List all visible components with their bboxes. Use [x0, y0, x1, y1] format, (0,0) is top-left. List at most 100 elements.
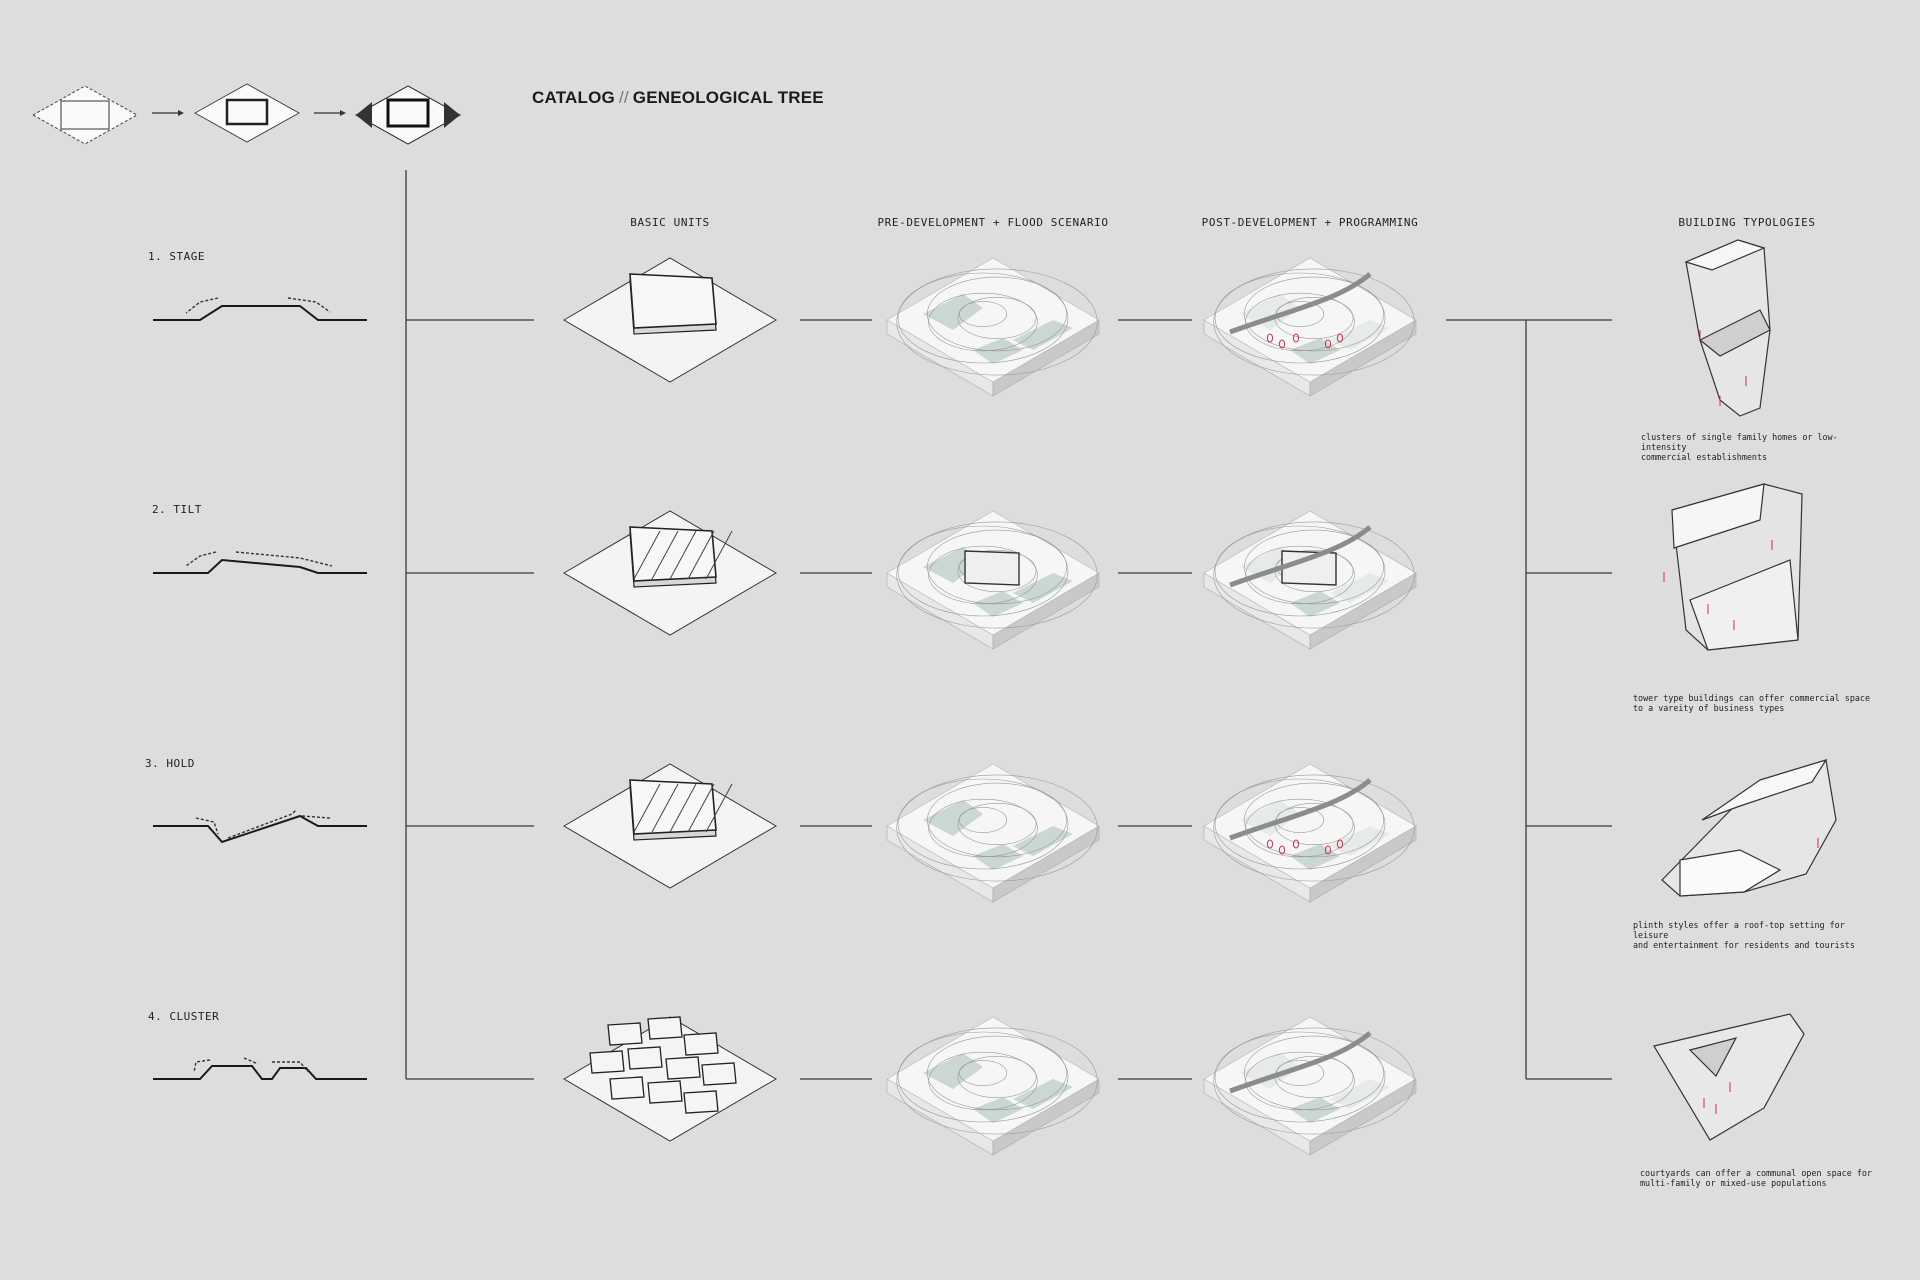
post-road-2	[1229, 525, 1372, 588]
typology-hold-plinth	[1679, 849, 1782, 897]
pre-contour-2-2	[957, 549, 1037, 592]
title-catalog: CATALOG	[532, 88, 615, 107]
column-heading-post-development: POST-DEVELOPMENT + PROGRAMMING	[1201, 216, 1419, 229]
page-title: CATALOG//GENEOLOGICAL TREE	[532, 88, 824, 108]
pre-contour-4-4	[926, 1035, 1067, 1111]
pre-contour-4-2	[957, 1056, 1037, 1099]
section-arrow-4-3	[272, 1061, 309, 1073]
pre-platform-2	[964, 550, 1020, 586]
post-contour-2-6	[1213, 521, 1415, 629]
post-contour-4-5	[1214, 1031, 1386, 1123]
caption-hold-line2: and entertainment for residents and tour…	[1633, 940, 1855, 950]
typology-cluster-body	[1653, 1013, 1805, 1141]
pre-tile-3	[886, 763, 1100, 903]
pre-contour-2-5	[897, 525, 1069, 617]
section-profiles	[153, 297, 367, 1080]
basic-unit-hatch-2-3	[669, 530, 697, 580]
post-contour-1-5	[1214, 272, 1386, 364]
post-road-4	[1229, 1031, 1372, 1094]
row-label-hold: 3. HOLD	[145, 757, 195, 770]
process-icons	[31, 83, 462, 145]
typology-cluster-court	[1688, 1037, 1738, 1078]
section-profile-2	[153, 558, 367, 574]
post-contour-3-6	[1213, 774, 1415, 882]
post-contour-3-4	[1244, 782, 1385, 858]
pre-tile-2	[886, 510, 1100, 650]
post-flood-3-2	[1330, 826, 1390, 856]
pre-contour-1-2	[957, 296, 1037, 339]
pre-flood-1-2	[1013, 320, 1073, 350]
pre-contour-1-4	[926, 276, 1067, 352]
pre-tile-1	[886, 257, 1100, 397]
post-marker-1-2	[1278, 339, 1286, 349]
basic-unit-block-top-1	[629, 273, 717, 329]
post-contour-2-4	[1244, 529, 1385, 605]
caption-cluster: courtyards can offer a communal open spa…	[1640, 1168, 1880, 1188]
post-development-tiles	[1203, 257, 1417, 1156]
cluster-block-4	[589, 1050, 625, 1074]
section-profile-4	[153, 1065, 367, 1080]
post-marker-3-2	[1278, 845, 1286, 855]
pre-contour-4-5	[897, 1031, 1069, 1123]
post-marker-3-4	[1324, 845, 1332, 855]
basic-unit-hatch-2-1	[633, 530, 661, 580]
pre-flood-3-1	[923, 800, 983, 836]
row-label-stage: 1. STAGE	[148, 250, 205, 263]
caption-hold: plinth styles offer a roof-top setting f…	[1633, 920, 1873, 950]
basic-unit-hatch-2-2	[651, 530, 679, 580]
pre-flood-1-1	[923, 294, 983, 330]
cluster-block-10	[683, 1090, 719, 1114]
caption-tilt-line2: to a vareity of business types	[1633, 703, 1785, 713]
pre-contour-1-6	[896, 268, 1098, 376]
post-marker-3-3	[1292, 839, 1300, 849]
basic-unit-hatch-2-4	[687, 530, 715, 580]
post-road-1	[1229, 272, 1372, 335]
post-tile-4	[1203, 1016, 1417, 1156]
pre-contour-3-2	[957, 802, 1037, 845]
pre-contour-2-6	[896, 521, 1098, 629]
section-profile-1	[153, 305, 367, 321]
pre-tile-4	[886, 1016, 1100, 1156]
pre-flood-3-2	[1013, 826, 1073, 856]
pre-contour-3-4	[926, 782, 1067, 858]
pre-contour-3-5	[897, 778, 1069, 870]
post-tile-3	[1203, 763, 1417, 903]
cluster-block-6	[665, 1056, 701, 1080]
caption-stage-line2: commercial establishments	[1641, 452, 1768, 462]
caption-stage-line1: clusters of single family homes or low-i…	[1641, 432, 1838, 452]
post-marker-3-5	[1336, 839, 1344, 849]
basic-unit-hatch-3-4	[687, 783, 715, 833]
post-contour-3-5	[1214, 778, 1386, 870]
pre-development-tiles	[886, 257, 1100, 1156]
pre-contour-1-1	[958, 301, 1008, 327]
section-arrow-1-1	[185, 297, 219, 314]
caption-cluster-line2: multi-family or mixed-use populations	[1640, 1178, 1827, 1188]
basic-unit-hatch-3-1	[633, 783, 661, 833]
post-tile-1	[1203, 257, 1417, 397]
column-heading-pre-development: PRE-DEVELOPMENT + FLOOD SCENARIO	[877, 216, 1109, 229]
post-marker-1-5	[1336, 333, 1344, 343]
post-flood-1-2	[1330, 320, 1390, 350]
post-marker-3-1	[1266, 839, 1274, 849]
post-marker-1-1	[1266, 333, 1274, 343]
post-flood-2-2	[1330, 573, 1390, 603]
cluster-block-9	[647, 1080, 683, 1104]
basic-unit-cluster-blocks	[589, 1016, 737, 1114]
post-tile-2	[1203, 510, 1417, 650]
section-profile-3	[153, 814, 367, 844]
typology-hold-top	[1701, 758, 1828, 821]
typology-tilt-top	[1671, 483, 1765, 549]
caption-hold-line1: plinth styles offer a roof-top setting f…	[1633, 920, 1845, 940]
caption-cluster-line1: courtyards can offer a communal open spa…	[1640, 1168, 1872, 1178]
caption-stage: clusters of single family homes or low-i…	[1641, 432, 1881, 462]
basic-units	[563, 257, 777, 1142]
typology-tilt-lower	[1689, 559, 1799, 651]
tree-lines	[405, 170, 1612, 1080]
cluster-block-1	[607, 1022, 643, 1046]
caption-tilt: tower type buildings can offer commercia…	[1633, 693, 1873, 713]
post-marker-1-4	[1324, 339, 1332, 349]
pre-flood-4-1	[923, 1053, 983, 1089]
post-contour-4-4	[1244, 1035, 1385, 1111]
section-arrow-3-3	[301, 815, 331, 819]
